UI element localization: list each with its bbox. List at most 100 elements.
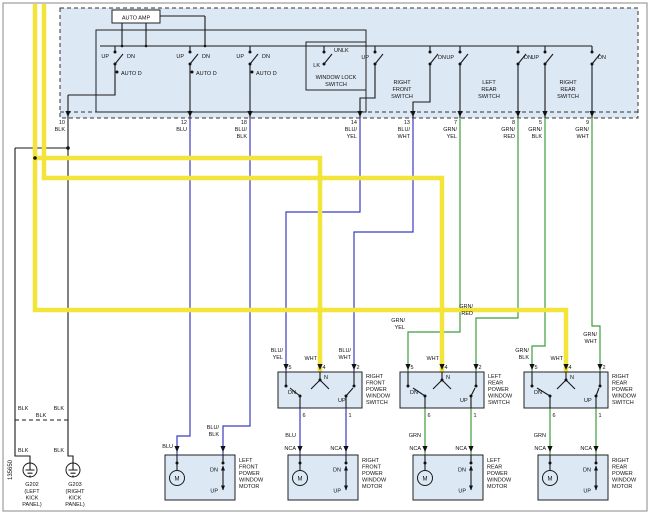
lr-switch-wire-right-label: GRN/RED [459, 304, 473, 317]
lr-switch-wire-left-label: GRN/YEL [391, 318, 405, 331]
wire-grn-wht [591, 118, 601, 372]
lr-pin-top-right: 2 [479, 365, 482, 371]
rf-subswitch-up: UP [361, 55, 369, 61]
rr-motor-symbol-circle [542, 470, 558, 486]
wire-blu [176, 118, 191, 455]
pin-number-14: 14 [351, 120, 357, 126]
lf-motor-up: UP [210, 489, 218, 495]
pin-number-12: 12 [181, 120, 187, 126]
lf-motor-wire-right-label: BLU/BLK [207, 425, 220, 438]
lr-motor-wire-right-label: NCA [455, 446, 467, 452]
lr-subswitch-dn: DN [524, 55, 532, 61]
g202-name: G202 [25, 482, 38, 488]
lr-pos-n: N [446, 375, 450, 381]
green-wires [407, 118, 601, 455]
blk-splice-label: BLK [36, 413, 47, 419]
rf-pin-top-mid: 4 [323, 365, 326, 371]
rr-motor-internals [549, 455, 597, 490]
lf-motor-wire-left-label: BLU [162, 444, 173, 450]
rf-switch-dots [284, 378, 356, 398]
right-rear-power-window-switch: GRN/BLK WHT GRN/WHT 5 4 2 6 1 DN N UP RI… [515, 332, 637, 439]
assembly-outline [59, 7, 639, 119]
lr-motor-dn: DN [458, 468, 466, 474]
rf-pos-n: N [324, 375, 328, 381]
lock-switch-lk: LK [313, 63, 320, 69]
rf-pin-top-left: 5 [289, 365, 292, 371]
pin-color-blk: BLK [55, 127, 66, 133]
pin-color-blu-yel: BLU/YEL [345, 127, 358, 140]
rr-switch-wire-left-label: GRN/BLK [515, 348, 529, 361]
lr-switch-wire-mid-label: WHT [426, 356, 439, 362]
rf-motor-wire-right-label: NCA [330, 446, 342, 452]
rr-motor-m: M [548, 477, 553, 483]
wire-wht-feed-lr [41, 4, 445, 372]
rr-pos-up: UP [584, 398, 592, 404]
master-group3-dn: DN [262, 54, 270, 60]
rf-pin-bottom-left: 6 [303, 413, 306, 419]
g202-ground-glyph [25, 463, 35, 477]
lr-switch-box [399, 371, 485, 409]
rr-switch-wire-right-label: GRN/WHT [583, 332, 597, 345]
blk-label-right-lower: BLK [54, 448, 65, 454]
wire-blu-yel [285, 118, 361, 372]
rf-motor-dots [298, 461, 348, 465]
lr-motor-direction-arrows [469, 465, 473, 491]
rf-subswitch-dn: DN [438, 55, 446, 61]
page-border [2, 2, 648, 512]
rf-motor-symbol-circle [292, 470, 308, 486]
rr-pin-top-right: 2 [603, 365, 606, 371]
junction-dots [33, 146, 70, 160]
lr-motor-up: UP [458, 489, 466, 495]
lr-switch-out-wire-label: GRN [409, 433, 421, 439]
lr-subswitch-up: UP [446, 55, 454, 61]
rr-switch-wire-mid-label: WHT [550, 356, 563, 362]
rr-subswitch-up: UP [531, 55, 539, 61]
lf-motor-m: M [175, 477, 180, 483]
lr-pos-up: UP [460, 398, 468, 404]
rf-motor-dn: DN [333, 468, 341, 474]
master-group2-up: UP [176, 54, 184, 60]
master-group3-up: UP [236, 54, 244, 60]
black-ground-wires [14, 118, 74, 463]
blk-label-left-upper: BLK [18, 406, 29, 412]
rr-motor-direction-arrows [594, 465, 598, 491]
rr-switch-out-wire-label: GRN [534, 433, 546, 439]
lr-motor-symbol-circle [417, 470, 433, 486]
pin-number-18: 18 [241, 120, 247, 126]
rf-motor-internals [299, 455, 347, 490]
lr-motor-dots [423, 461, 473, 465]
contact-terminal-dots [113, 44, 594, 74]
main-switch-assembly: AUTO AMP UP DN AUTO D UP DN AUTO D UP DN… [59, 7, 639, 119]
lr-switch-internals [407, 372, 477, 408]
diagram-doc-number: 135650 [8, 459, 14, 480]
rr-motor-wire-left-label: NCA [534, 446, 546, 452]
lf-motor-internals [176, 455, 224, 490]
rf-motor-m: M [298, 477, 303, 483]
window-lock-switch-box [305, 41, 367, 91]
rf-switch-out-wire-label: BLU [285, 433, 296, 439]
left-rear-power-window-switch: GRN/YEL WHT GRN/RED 5 4 2 6 1 DN N UP LE… [391, 304, 513, 439]
rf-motor-wire-left-label: NCA [284, 446, 296, 452]
lr-pin-bottom-left: 6 [428, 413, 431, 419]
connector-pin-labels: 10 BLK 12 BLU 18 BLU/BLK 14 BLU/YEL 13 B… [55, 120, 590, 140]
lf-motor-dn: DN [210, 468, 218, 474]
master-group1-dn: DN [127, 54, 135, 60]
wire-rear-switch-to-motor [424, 408, 597, 455]
pin-number-13: 13 [404, 120, 410, 126]
rf-switch-wire-mid-label: WHT [304, 356, 317, 362]
rr-subswitch-dn: DN [598, 55, 606, 61]
rf-pos-dn: DN [288, 390, 296, 396]
master-group2-auto: AUTO D [196, 71, 217, 77]
blk-label-left-lower: BLK [18, 448, 29, 454]
rf-pin-top-right: 2 [357, 365, 360, 371]
